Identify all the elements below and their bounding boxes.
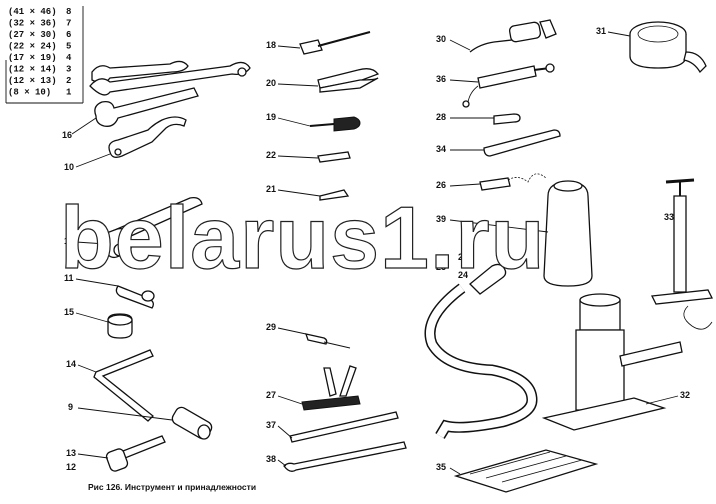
- figure-caption: Рис 126. Инструмент и принадлежности: [88, 482, 256, 492]
- tool-27-gauge: [301, 365, 361, 411]
- tool-32-bottle-jack: [541, 293, 683, 431]
- label-30: 30: [436, 34, 446, 44]
- tool-29-pin: [305, 333, 351, 349]
- wrench-number: 2: [66, 76, 71, 86]
- tool-17-socket-wrench: [101, 196, 203, 259]
- label-39: 39: [436, 214, 446, 224]
- tool-25-fitting: [469, 263, 507, 295]
- wrench-size: (41 × 46): [8, 7, 57, 17]
- label-17: 17: [64, 236, 74, 246]
- label-29: 29: [266, 322, 276, 332]
- wrench-size-row: (17 × 19) 4: [8, 53, 72, 63]
- tool-16-wrench: [94, 87, 199, 127]
- tool-31-pressure-gauge: [629, 21, 707, 74]
- wrench-number: 1: [66, 88, 72, 98]
- tool-15-socket: [107, 313, 133, 339]
- tool-11-socket: [115, 285, 155, 309]
- label-36: 36: [436, 74, 446, 84]
- label-24: 24: [458, 270, 468, 280]
- wrench-size: (22 × 24): [8, 42, 57, 52]
- wrench-size: (27 × 30): [8, 30, 57, 40]
- label-18: 18: [266, 40, 276, 50]
- wrench-number: 8: [66, 7, 71, 17]
- tool-34-tube: [483, 129, 561, 157]
- label-34: 34: [436, 144, 446, 154]
- label-14: 14: [66, 359, 76, 369]
- label-23: 23: [436, 262, 446, 272]
- label-35: 35: [436, 462, 446, 472]
- tool-14-l-key: [93, 349, 154, 422]
- wrench-size-row: (12 × 13) 2: [8, 76, 71, 86]
- label-37: 37: [266, 420, 276, 430]
- label-11: 11: [64, 273, 74, 283]
- tool-30-grease-gun: [469, 19, 557, 53]
- tool-22-drift: [317, 151, 351, 163]
- label-13: 13: [66, 448, 76, 458]
- wrench-size-row: (22 × 24) 5: [8, 42, 71, 52]
- label-31: 31: [596, 26, 606, 36]
- wrench-size: (32 × 36): [8, 19, 57, 29]
- label-22: 22: [266, 150, 276, 160]
- label-28: 28: [436, 112, 446, 122]
- wrench-size: (17 × 19): [8, 53, 57, 63]
- label-38: 38: [266, 454, 276, 464]
- wrench-size: (12 × 13): [8, 76, 57, 86]
- tool-36-hand-pump: [462, 63, 555, 108]
- tool-26-tire-gauge: [479, 173, 547, 191]
- label-27: 27: [266, 390, 276, 400]
- wrench-number: 3: [66, 65, 71, 75]
- tool-24-hose: [424, 283, 538, 439]
- label-25: 25: [458, 252, 468, 262]
- wrench-number: 4: [66, 53, 72, 63]
- label-19: 19: [266, 112, 276, 122]
- wrench-number: 5: [66, 42, 71, 52]
- label-21: 21: [266, 184, 276, 194]
- tool-21-punch: [319, 189, 350, 201]
- tool-38-tire-lever: [283, 441, 407, 472]
- tool-20-pliers: [317, 68, 380, 93]
- label-26: 26: [436, 180, 446, 190]
- wrench-size-row: (12 × 14) 3: [8, 65, 71, 75]
- tool-28-nozzle: [493, 113, 521, 125]
- wrench-size-row: (41 × 46) 8: [8, 7, 71, 17]
- tool-9-box-spanner: [171, 406, 213, 440]
- label-10: 10: [64, 162, 74, 172]
- tool-33-tire-pump: [650, 178, 714, 330]
- open-end-wrenches-illustration: [89, 60, 251, 96]
- label-9: 9: [68, 402, 73, 412]
- label-15: 15: [64, 307, 74, 317]
- tool-37-pry-bar: [289, 411, 399, 443]
- wrench-size-row: (27 × 30) 6: [8, 30, 71, 40]
- tool-18-hammer: [299, 31, 371, 55]
- label-33: 33: [664, 212, 674, 222]
- label-20: 20: [266, 78, 276, 88]
- tool-39-container: [543, 180, 593, 287]
- wrench-size: (12 × 14): [8, 65, 57, 75]
- wrench-size: (8 × 10): [8, 88, 51, 98]
- wrench-number: 6: [66, 30, 71, 40]
- label-16: 16: [62, 130, 72, 140]
- tool-10-hook-wrench: [108, 116, 187, 158]
- wrench-size-row: (32 × 36) 7: [8, 19, 71, 29]
- tool-13-offset-socket: [105, 435, 166, 472]
- label-12: 12: [66, 462, 76, 472]
- tool-19-screwdriver: [309, 116, 361, 132]
- wrench-size-row: (8 × 10) 1: [8, 88, 72, 98]
- watermark-text: belarus1.ru: [60, 188, 545, 287]
- tool-35-tool-roll: [453, 449, 599, 493]
- wrench-number: 7: [66, 19, 71, 29]
- label-32: 32: [680, 390, 690, 400]
- wrench-size-table: (41 × 46) 8 (32 × 36) 7 (27 × 30) 6 (22 × 24) 5…: [5, 6, 84, 104]
